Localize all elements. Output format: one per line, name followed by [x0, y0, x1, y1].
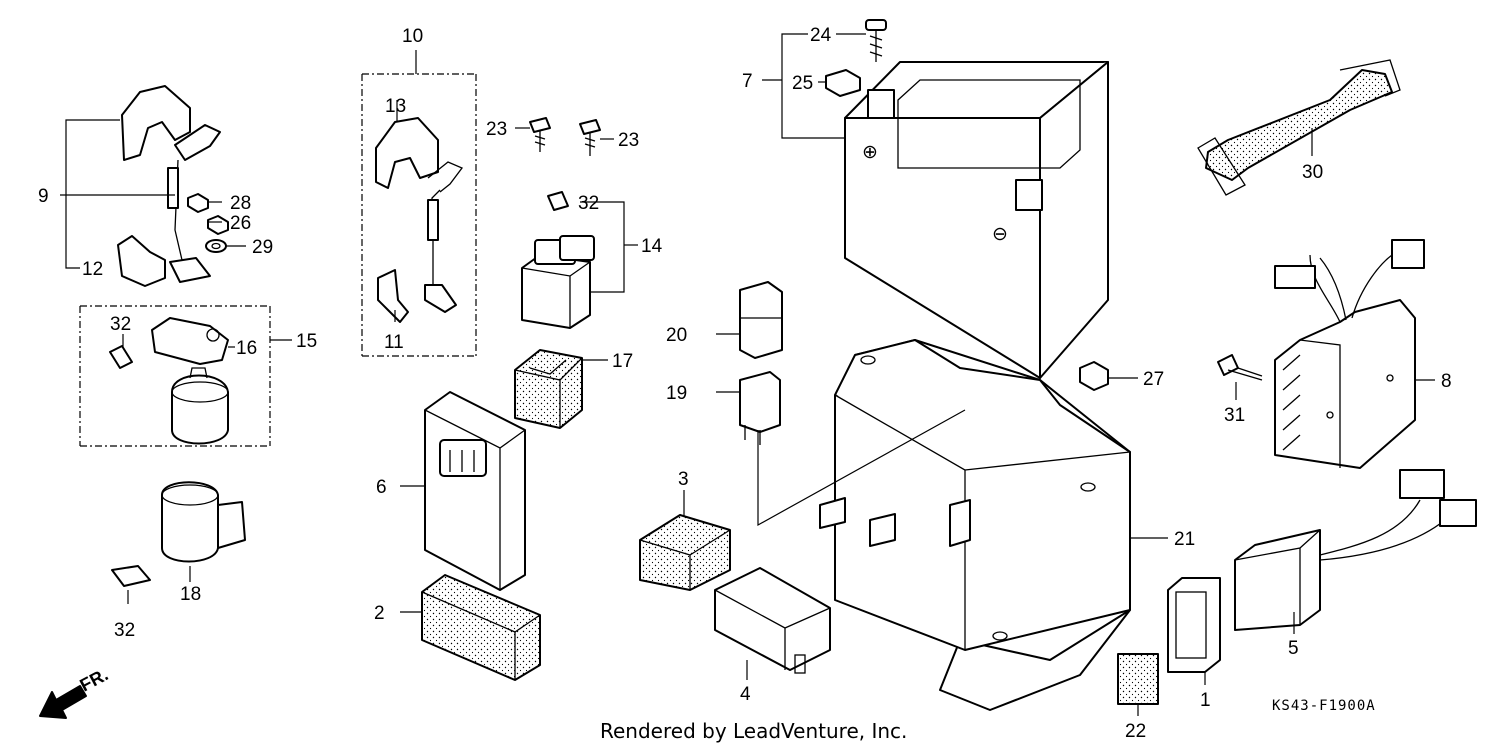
callout-4: 4: [740, 684, 751, 705]
label-22[interactable]: [1117, 653, 1159, 705]
nut-26[interactable]: [207, 215, 229, 235]
callout-13: 13: [385, 96, 406, 117]
callout-25: 25: [792, 73, 813, 94]
callout-27: 27: [1143, 369, 1164, 390]
callout-1: 1: [1200, 690, 1211, 711]
group-9-bracket: [60, 119, 175, 269]
callout-15: 15: [296, 331, 317, 352]
rubber-3[interactable]: [639, 514, 731, 591]
callout-30: 30: [1302, 162, 1323, 183]
regulator-bolt[interactable]: [1217, 354, 1263, 381]
battery[interactable]: ⊕ ⊖: [844, 61, 1109, 379]
bolt-23-right[interactable]: [579, 119, 601, 156]
terminal-cover-9[interactable]: [121, 85, 191, 161]
unit-4[interactable]: [714, 567, 831, 674]
callout-3: 3: [678, 469, 689, 490]
fuse-32-upper[interactable]: [547, 191, 569, 211]
callout-23-left: 23: [486, 119, 507, 140]
callout-24: 24: [810, 25, 832, 46]
nut-27[interactable]: [1079, 361, 1109, 391]
callout-8: 8: [1441, 371, 1452, 392]
callout-10: 10: [402, 26, 423, 47]
battery-cable-9[interactable]: [167, 124, 221, 283]
fuse-box-6[interactable]: [424, 391, 526, 591]
callout-32-upper: 32: [578, 193, 599, 214]
battery-band[interactable]: [1197, 59, 1401, 196]
battery-terminal-bolt[interactable]: [865, 19, 887, 62]
diagram-code: KS43-F1900A: [1272, 698, 1376, 714]
callout-18: 18: [180, 584, 201, 605]
callout-29: 29: [252, 237, 273, 258]
callout-2: 2: [374, 603, 385, 624]
leader-lines: [122, 33, 1435, 716]
control-unit-5[interactable]: [1234, 469, 1477, 631]
callout-6: 6: [376, 477, 387, 498]
callout-16: 16: [236, 338, 257, 359]
starter-switch-18[interactable]: [161, 481, 246, 563]
relay-20[interactable]: [739, 281, 783, 359]
callout-9: 9: [38, 186, 49, 207]
fuse-32-group15[interactable]: [109, 345, 133, 369]
group-10-frame: [361, 50, 477, 357]
rubber-17[interactable]: [514, 349, 583, 429]
callout-14: 14: [641, 236, 663, 257]
front-direction-arrow: FR.: [39, 664, 111, 719]
group-15-frame: [79, 305, 292, 447]
callout-17: 17: [612, 351, 633, 372]
washer-29[interactable]: [205, 239, 227, 253]
regulator-rectifier[interactable]: [1274, 239, 1425, 469]
callout-5: 5: [1288, 638, 1299, 659]
battery-case[interactable]: [819, 339, 1131, 711]
svg-text:⊖: ⊖: [992, 224, 1008, 245]
starter-relay-14[interactable]: [521, 235, 595, 329]
callout-21: 21: [1174, 529, 1195, 550]
callout-11: 11: [384, 332, 404, 353]
callout-23-right: 23: [618, 130, 639, 151]
callout-20: 20: [666, 325, 687, 346]
relay-19[interactable]: [739, 371, 781, 445]
callout-28: 28: [230, 193, 251, 214]
svg-text:⊕: ⊕: [862, 142, 878, 163]
callout-26: 26: [230, 213, 251, 234]
callout-12: 12: [82, 259, 103, 280]
credit-text: Rendered by LeadVenture, Inc.: [600, 719, 907, 743]
callout-labels: 1 2 3 4 5 6 7 8 9 10 11 12 13 14 15 16 1…: [38, 25, 1452, 742]
starter-cable-11[interactable]: [377, 161, 464, 323]
rubber-cover-1[interactable]: [1167, 577, 1221, 673]
terminal-cover-13[interactable]: [375, 117, 439, 189]
callout-32-lower: 32: [114, 620, 135, 641]
callout-7: 7: [742, 71, 753, 92]
callout-22: 22: [1125, 721, 1146, 742]
battery-terminal-nut[interactable]: [825, 69, 861, 97]
callout-31: 31: [1224, 405, 1245, 426]
rubber-2[interactable]: [421, 574, 541, 681]
starter-solenoid-15[interactable]: [171, 367, 229, 445]
nut-28[interactable]: [187, 193, 209, 213]
starter-switch-16[interactable]: [151, 317, 229, 365]
callout-19: 19: [666, 383, 687, 404]
fuse-32-lower[interactable]: [111, 565, 151, 587]
bolt-23-left[interactable]: [529, 117, 551, 152]
terminal-cover-12[interactable]: [117, 235, 166, 287]
callout-32-group15: 32: [110, 314, 131, 335]
